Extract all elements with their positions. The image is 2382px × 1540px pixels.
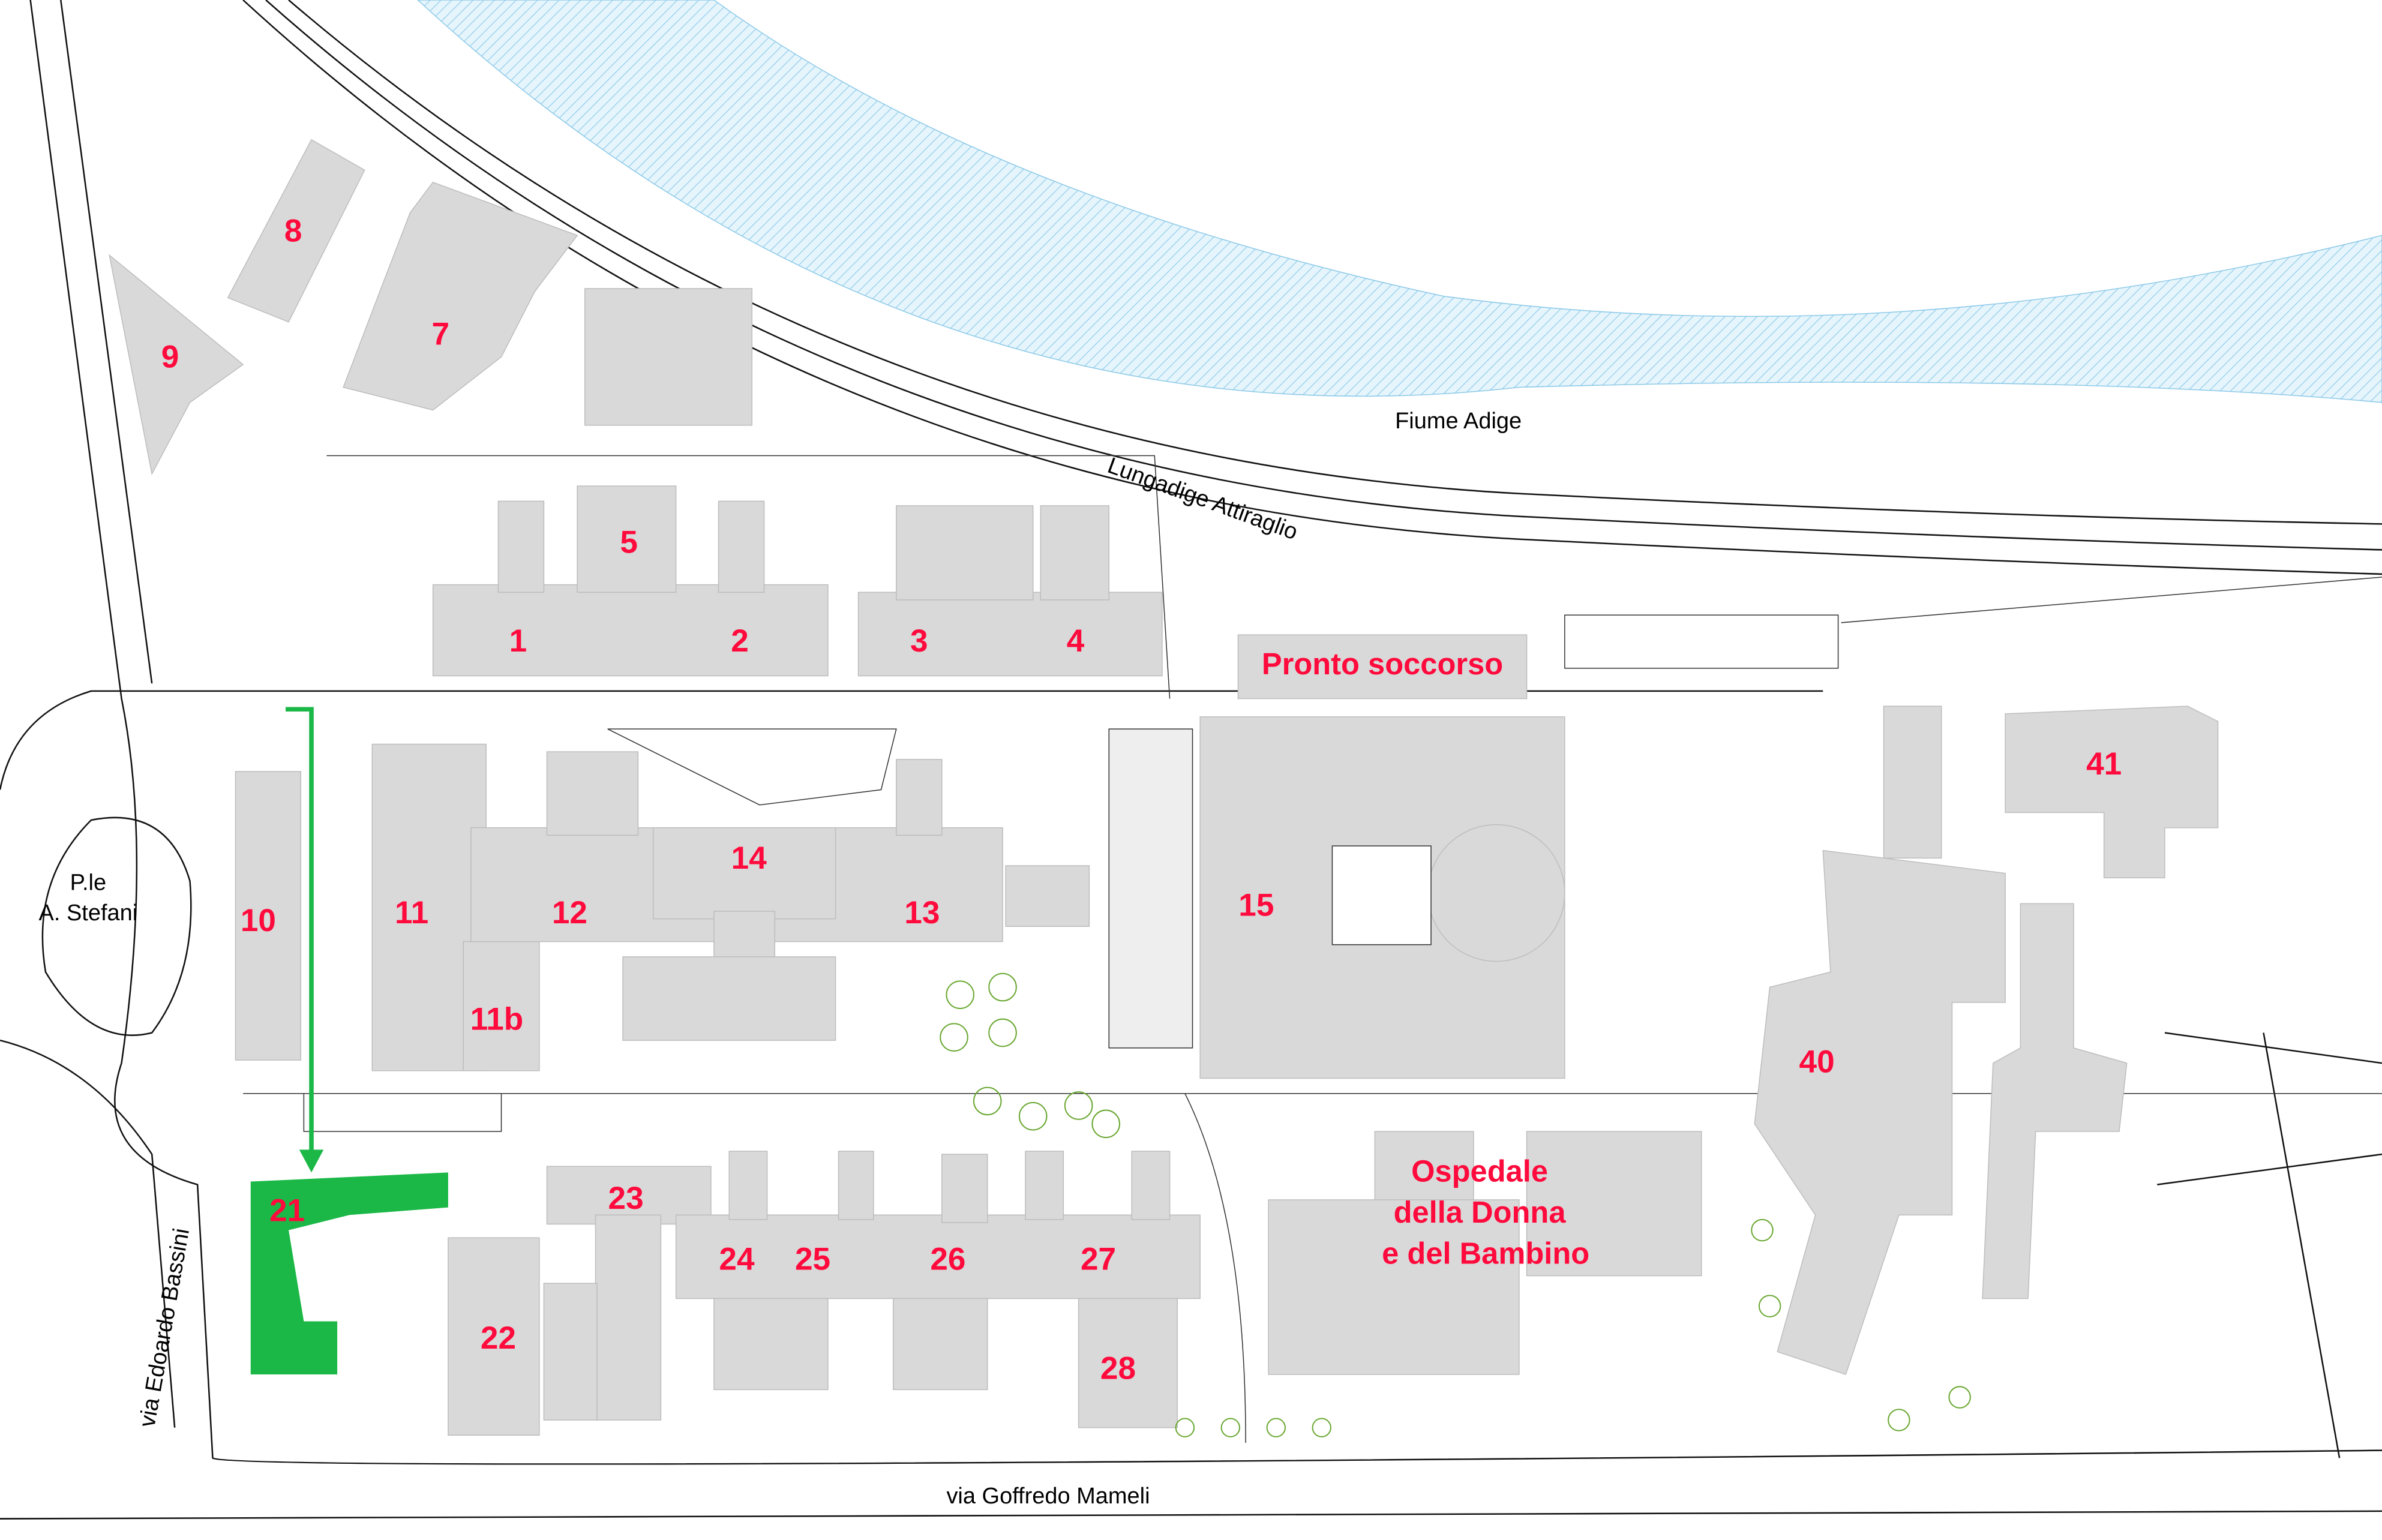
building-21-highlighted[interactable] — [250, 1172, 448, 1375]
label-28: 28 — [1100, 1351, 1136, 1386]
label-9: 9 — [161, 340, 179, 375]
label-via-mameli: via Goffredo Mameli — [946, 1484, 1150, 1509]
label-7: 7 — [431, 317, 449, 352]
building-pronto-soccorso[interactable] — [1237, 634, 1528, 700]
label-ospedale-3: e del Bambino — [1382, 1236, 1589, 1270]
label-3: 3 — [910, 623, 928, 659]
label-4: 4 — [1067, 623, 1085, 659]
buildings — [109, 139, 2219, 1436]
building-3-4[interactable] — [857, 505, 1163, 677]
label-2: 2 — [731, 623, 749, 659]
building-40[interactable] — [1754, 706, 2128, 1376]
label-ospedale-2: della Donna — [1394, 1195, 1567, 1229]
building-10[interactable] — [235, 771, 302, 1061]
label-11b: 11b — [470, 1001, 524, 1037]
label-pronto-soccorso: Pronto soccorso — [1262, 647, 1503, 681]
building-labels: 8 9 7 5 1 2 3 4 Pronto soccorso 10 11 11… — [161, 214, 2122, 1386]
label-41: 41 — [2086, 746, 2122, 782]
label-13: 13 — [904, 895, 940, 930]
label-14: 14 — [731, 840, 767, 876]
label-26: 26 — [930, 1241, 965, 1277]
building-12-13-14[interactable] — [470, 751, 1090, 1041]
label-1: 1 — [509, 623, 527, 659]
building-ospedale-donna-bambino[interactable] — [1268, 1131, 1702, 1375]
building-23[interactable] — [543, 1166, 712, 1421]
label-25: 25 — [795, 1241, 830, 1277]
label-23: 23 — [608, 1181, 644, 1216]
building-28[interactable] — [1078, 1298, 1178, 1428]
label-22: 22 — [481, 1320, 516, 1356]
trees — [940, 972, 1971, 1437]
label-27: 27 — [1081, 1241, 1116, 1277]
label-12: 12 — [552, 895, 587, 930]
river-adige — [417, 0, 2382, 403]
label-piazzale-2: A. Stefani — [39, 900, 138, 926]
building-24-27[interactable] — [675, 1151, 1201, 1391]
label-21: 21 — [269, 1193, 305, 1228]
label-40: 40 — [1799, 1044, 1835, 1079]
building-8[interactable] — [227, 139, 365, 323]
label-15: 15 — [1238, 888, 1274, 923]
label-via-bassini: via Edoardo Bassini — [134, 1226, 194, 1429]
label-10: 10 — [241, 903, 276, 938]
label-8: 8 — [284, 214, 302, 249]
label-5: 5 — [620, 524, 638, 560]
building-41[interactable] — [2005, 706, 2219, 879]
building-7[interactable] — [343, 181, 578, 411]
label-ospedale-1: Ospedale — [1411, 1154, 1548, 1188]
label-fiume-adige: Fiume Adige — [1395, 409, 1522, 434]
building-1-2[interactable] — [432, 485, 829, 677]
label-24: 24 — [719, 1241, 755, 1277]
building-9[interactable] — [109, 254, 244, 476]
label-piazzale-1: P.le — [70, 870, 107, 895]
building-22[interactable] — [448, 1237, 540, 1436]
label-11: 11 — [395, 895, 428, 930]
building-11[interactable] — [371, 743, 540, 1071]
building-15[interactable] — [1108, 716, 1565, 1079]
route-arrow-icon — [285, 707, 324, 1173]
